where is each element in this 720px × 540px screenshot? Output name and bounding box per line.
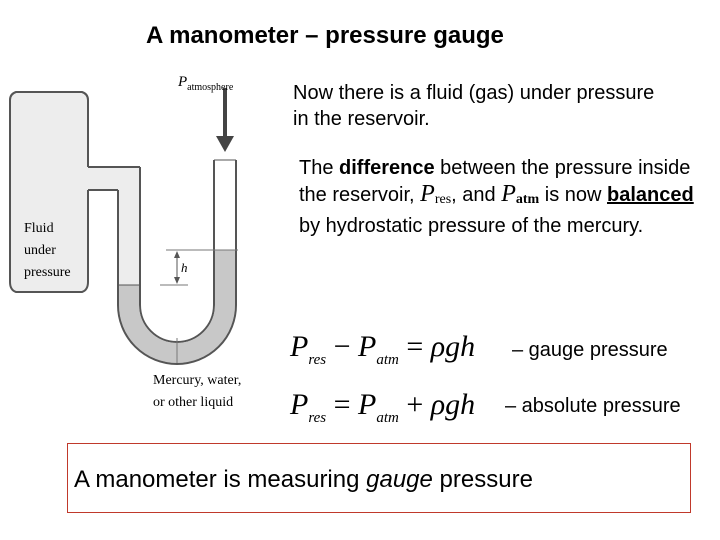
- gauge-pressure-equation: Pres − Patm = ρgh: [290, 330, 476, 368]
- manometer-diagram: Patmosphere Fluid under pressure h Mercu…: [9, 74, 241, 410]
- liquid-column: [119, 250, 235, 363]
- balanced-emphasis: balanced: [607, 184, 694, 206]
- fluid-label-line2: under: [24, 243, 56, 258]
- absolute-pressure-equation: Pres = Patm + ρgh: [290, 388, 476, 426]
- liquid-label-line2: or other liquid: [153, 395, 233, 410]
- explanation-text: The difference between the pressure insi…: [299, 157, 694, 237]
- p-atmosphere-symbol: Patmosphere: [177, 74, 234, 93]
- absolute-pressure-label: – absolute pressure: [505, 395, 681, 417]
- conclusion-text: A manometer is measuring gauge pressure: [74, 466, 533, 493]
- reservoir: [9, 91, 89, 293]
- liquid-label-line1: Mercury, water,: [153, 373, 241, 388]
- page-title: A manometer – pressure gauge: [146, 22, 504, 49]
- h-label: h: [181, 260, 188, 275]
- intro-text: Now there is a fluid (gas) under pressur…: [293, 82, 655, 130]
- difference-emphasis: difference: [339, 157, 435, 179]
- gauge-pressure-label: – gauge pressure: [512, 339, 668, 361]
- fluid-label-line1: Fluid: [24, 221, 54, 236]
- fluid-label-line3: pressure: [24, 265, 71, 280]
- conclusion-box: [67, 443, 691, 513]
